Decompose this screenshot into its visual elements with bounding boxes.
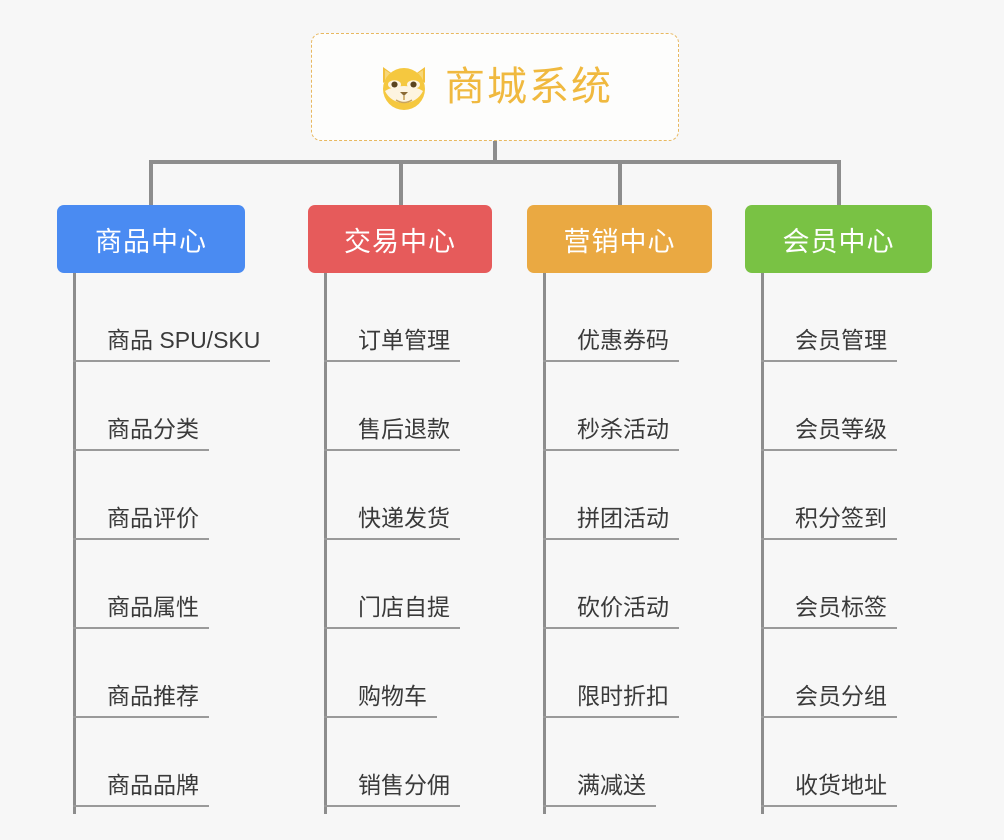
- list-item[interactable]: 商品品牌: [73, 718, 270, 807]
- branch-trunk-4: [761, 273, 764, 814]
- list-item[interactable]: 售后退款: [324, 362, 460, 451]
- list-item[interactable]: 砍价活动: [543, 540, 679, 629]
- leaf-label: 收货地址: [761, 771, 897, 807]
- list-item[interactable]: 会员标签: [761, 540, 897, 629]
- connector-bus: [149, 160, 841, 164]
- leaf-label: 门店自提: [324, 593, 460, 629]
- list-item[interactable]: 会员等级: [761, 362, 897, 451]
- branch-header-1[interactable]: 商品中心: [57, 205, 245, 273]
- branch-trunk-2: [324, 273, 327, 814]
- leaf-label: 商品属性: [73, 593, 209, 629]
- leaf-list-2: 订单管理 售后退款 快递发货 门店自提 购物车 销售分佣: [324, 273, 460, 807]
- leaf-label: 快递发货: [324, 504, 460, 540]
- branch-label-1: 商品中心: [95, 226, 207, 257]
- leaf-label: 积分签到: [761, 504, 897, 540]
- leaf-label: 商品评价: [73, 504, 209, 540]
- leaf-list-3: 优惠券码 秒杀活动 拼团活动 砍价活动 限时折扣 满减送: [543, 273, 679, 807]
- leaf-label: 优惠券码: [543, 326, 679, 362]
- branch-trunk-3: [543, 273, 546, 814]
- list-item[interactable]: 商品分类: [73, 362, 270, 451]
- list-item[interactable]: 商品推荐: [73, 629, 270, 718]
- list-item[interactable]: 会员管理: [761, 273, 897, 362]
- branch-column-2: 交易中心 订单管理 售后退款 快递发货 门店自提 购物车 销售分佣: [308, 205, 492, 814]
- branch-header-2[interactable]: 交易中心: [308, 205, 492, 273]
- list-item[interactable]: 商品 SPU/SKU: [73, 273, 271, 362]
- leaf-list-1: 商品 SPU/SKU 商品分类 商品评价 商品属性 商品推荐 商品品牌: [73, 273, 271, 807]
- shiba-dog-face-icon: [383, 67, 425, 110]
- list-item[interactable]: 拼团活动: [543, 451, 679, 540]
- branch-header-3[interactable]: 营销中心: [527, 205, 712, 273]
- list-item[interactable]: 会员分组: [761, 629, 897, 718]
- connector-drop-4: [837, 160, 841, 207]
- leaf-label: 拼团活动: [543, 504, 679, 540]
- leaf-label: 销售分佣: [324, 771, 460, 807]
- branch-label-2: 交易中心: [344, 226, 456, 257]
- branch-column-4: 会员中心 会员管理 会员等级 积分签到 会员标签 会员分组 收货地址: [745, 205, 932, 814]
- leaf-label: 订单管理: [324, 326, 460, 362]
- list-item[interactable]: 优惠券码: [543, 273, 679, 362]
- branch-trunk-1: [73, 273, 76, 814]
- leaf-label: 商品推荐: [73, 682, 209, 718]
- list-item[interactable]: 门店自提: [324, 540, 460, 629]
- list-item[interactable]: 销售分佣: [324, 718, 460, 807]
- connector-drop-1: [149, 160, 153, 207]
- leaf-label: 会员分组: [761, 682, 897, 718]
- branch-column-3: 营销中心 优惠券码 秒杀活动 拼团活动 砍价活动 限时折扣 满减送: [527, 205, 712, 814]
- connector-drop-3: [618, 160, 622, 207]
- leaf-label: 商品 SPU/SKU: [73, 326, 271, 362]
- leaf-label: 限时折扣: [543, 682, 679, 718]
- leaf-label: 秒杀活动: [543, 415, 679, 451]
- leaf-label: 商品分类: [73, 415, 209, 451]
- leaf-list-4: 会员管理 会员等级 积分签到 会员标签 会员分组 收货地址: [761, 273, 897, 807]
- leaf-label: 售后退款: [324, 415, 460, 451]
- branch-label-3: 营销中心: [563, 226, 676, 257]
- root-node[interactable]: 商城系统: [311, 33, 679, 141]
- leaf-label: 购物车: [324, 682, 437, 718]
- list-item[interactable]: 订单管理: [324, 273, 460, 362]
- list-item[interactable]: 商品属性: [73, 540, 270, 629]
- list-item[interactable]: 秒杀活动: [543, 362, 679, 451]
- list-item[interactable]: 购物车: [324, 629, 460, 718]
- list-item[interactable]: 快递发货: [324, 451, 460, 540]
- branch-column-1: 商品中心 商品 SPU/SKU 商品分类 商品评价 商品属性 商品推荐 商品品牌: [57, 205, 271, 814]
- leaf-label: 满减送: [543, 771, 656, 807]
- list-item[interactable]: 限时折扣: [543, 629, 679, 718]
- branch-label-4: 会员中心: [782, 226, 895, 257]
- root-title: 商城系统: [445, 65, 613, 109]
- list-item[interactable]: 商品评价: [73, 451, 270, 540]
- leaf-label: 会员管理: [761, 326, 897, 362]
- connector-drop-2: [399, 160, 403, 207]
- list-item[interactable]: 积分签到: [761, 451, 897, 540]
- list-item[interactable]: 收货地址: [761, 718, 897, 807]
- leaf-label: 商品品牌: [73, 771, 209, 807]
- leaf-label: 砍价活动: [543, 593, 679, 629]
- connector-root-stem: [493, 141, 497, 162]
- leaf-label: 会员等级: [761, 415, 897, 451]
- list-item[interactable]: 满减送: [543, 718, 679, 807]
- branch-header-4[interactable]: 会员中心: [745, 205, 932, 273]
- leaf-label: 会员标签: [761, 593, 897, 629]
